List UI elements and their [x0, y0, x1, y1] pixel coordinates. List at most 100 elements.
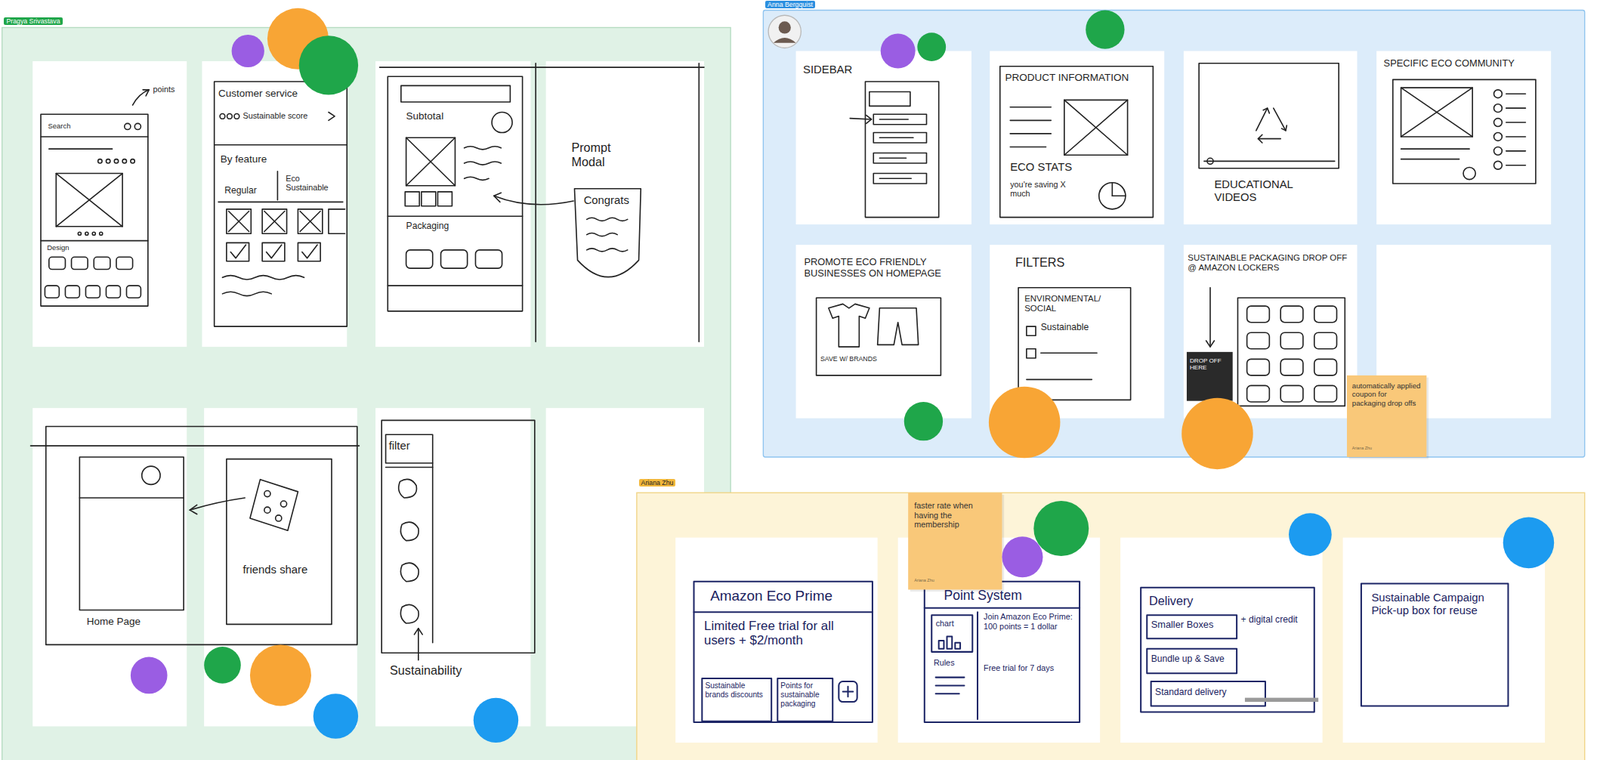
- sketch-label: filter: [389, 439, 411, 453]
- text-slot: Customer service: [218, 87, 298, 100]
- sketch-card: SUSTAINABLE PACKAGING DROP OFF @ AMAZON …: [1183, 244, 1358, 419]
- sketch-text: SAVE W/ BRANDS: [820, 355, 893, 363]
- text-slot: Delivery: [1149, 593, 1231, 609]
- sketch-card: PROMOTE ECO FRIENDLY BUSINESSES ON HOMEP…: [796, 244, 972, 419]
- text-slot: Subtotal: [406, 110, 445, 123]
- text-slot: you're saving X much: [1010, 179, 1082, 199]
- sketch-text: Free trial for 7 days: [983, 663, 1074, 673]
- sketch-label: friends share: [242, 563, 316, 577]
- text-slot: SUSTAINABLE PACKAGING DROP OFF @ AMAZON …: [1187, 253, 1353, 273]
- text-slot: Ariana Zhu: [914, 577, 976, 583]
- text-slot: Search: [47, 122, 71, 131]
- sketch-text: Smaller Boxes: [1151, 619, 1233, 631]
- text-slot: SPECIFIC ECO COMMUNITY: [1383, 58, 1548, 70]
- text-slot: Join Amazon Eco Prime: 100 points = 1 do…: [983, 611, 1074, 631]
- note-text: Ariana Zhu: [1352, 445, 1414, 451]
- sketch-text: PROMOTE ECO FRIENDLY BUSINESSES ON HOMEP…: [803, 256, 962, 280]
- sketch-card: Amazon Eco PrimeLimited Free trial for a…: [675, 537, 878, 744]
- sketch-text: Sustainable Campaign Pick-up box for reu…: [1371, 591, 1502, 618]
- sketch-text: + digital credit: [1241, 614, 1307, 626]
- sketch-card: SIDEBAR: [796, 51, 972, 226]
- sketch-text: SIDEBAR: [803, 63, 865, 77]
- sketch-label: Sustainability: [389, 663, 462, 678]
- text-slot: By feature: [220, 153, 268, 166]
- sketch-card: PRODUCT INFORMATION ECO STATS you're savin…: [989, 51, 1165, 226]
- text-slot: filter: [389, 439, 411, 453]
- text-slot: faster rate when having the membership: [914, 500, 996, 529]
- text-slot: DROP OFF HERE: [1189, 357, 1231, 372]
- note-text: automatically applied coupon for packagi…: [1352, 381, 1422, 408]
- text-slot: Free trial for 7 days: [983, 663, 1074, 673]
- text-slot: Packaging: [406, 221, 450, 232]
- text-slot: PRODUCT INFORMATION: [1004, 71, 1159, 84]
- sketch-text: Standard delivery: [1155, 687, 1263, 699]
- sketch-label: Packaging: [406, 221, 450, 232]
- sketch-label: Prompt Modal: [571, 140, 635, 169]
- note-text: Ariana Zhu: [914, 577, 976, 583]
- text-slot: Points for sustainable packaging: [780, 681, 831, 708]
- text-slot: automatically applied coupon for packagi…: [1352, 381, 1422, 408]
- text-slot: Bundle up & Save: [1151, 654, 1233, 665]
- sketch-text: chart: [935, 618, 971, 628]
- sketch-text: Point System: [943, 587, 1072, 603]
- owner-tag: Ariana Zhu: [639, 478, 677, 487]
- note-text: faster rate when having the membership: [914, 500, 996, 529]
- sketch-label: Congrats: [583, 194, 630, 207]
- sketch-label: Subtotal: [406, 110, 445, 123]
- sketch-label: points: [153, 84, 176, 94]
- text-slot: points: [153, 84, 176, 94]
- sketch-text: Amazon Eco Prime: [710, 587, 865, 605]
- sticky-note: automatically applied coupon for packagi…: [1346, 375, 1427, 458]
- text-slot: ECO STATS: [1010, 160, 1092, 174]
- sketch-text: FILTERS: [1015, 255, 1097, 270]
- text-slot: Ariana Zhu: [639, 478, 677, 487]
- sketch-text: Sustainable: [1040, 322, 1123, 334]
- text-slot: + digital credit: [1241, 614, 1307, 626]
- text-slot: Sustainable score: [242, 111, 308, 121]
- text-slot: Congrats: [583, 194, 630, 207]
- sketch-text: Points for sustainable packaging: [780, 681, 831, 708]
- text-slot: Limited Free trial for all users + $2/mo…: [704, 618, 868, 649]
- sketch-card: EDUCATIONAL VIDEOS: [1183, 51, 1358, 226]
- sketch-text: you're saving X much: [1010, 179, 1082, 199]
- text-slot: SIDEBAR: [803, 63, 865, 77]
- text-slot: Point System: [943, 587, 1072, 603]
- sketch-label: Design: [46, 244, 69, 253]
- text-slot: Home Page: [86, 615, 141, 628]
- text-slot: Standard delivery: [1155, 687, 1263, 699]
- sketch-text: Join Amazon Eco Prime: 100 points = 1 do…: [983, 611, 1074, 631]
- text-slot: Rules: [933, 657, 975, 668]
- text-slot: Sustainable: [1040, 322, 1123, 334]
- text-slot: Ariana Zhu: [1352, 445, 1414, 451]
- sketch-label: Customer service: [218, 87, 298, 100]
- sketch-label: By feature: [220, 153, 268, 166]
- text-slot: Prompt Modal: [571, 140, 635, 169]
- sketch-text: SUSTAINABLE PACKAGING DROP OFF @ AMAZON …: [1187, 253, 1353, 273]
- sketch-label: Sustainable score: [242, 111, 308, 121]
- text-slot: EDUCATIONAL VIDEOS: [1213, 178, 1337, 204]
- text-slot: Smaller Boxes: [1151, 619, 1233, 631]
- text-slot: friends share: [242, 563, 316, 577]
- board-section: Anna BergquistSIDEBARPRODUCT INFORMATION…: [762, 10, 1585, 458]
- sketch-label: Search: [47, 122, 71, 131]
- text-slot: FILTERS: [1015, 255, 1097, 270]
- text-slot: Sustainable Campaign Pick-up box for reu…: [1371, 591, 1502, 618]
- sketch-text: Rules: [933, 657, 975, 668]
- text-slot: Design: [46, 244, 69, 253]
- sketch-text: SPECIFIC ECO COMMUNITY: [1383, 58, 1548, 70]
- sketch-card: Point System chartRules Join Amazon Eco Pr…: [898, 537, 1100, 744]
- board-section: Pragya Srivastava: [2, 27, 731, 760]
- sketch-card: DeliverySmaller Boxes + digital creditBun…: [1120, 537, 1323, 744]
- sketch-text: EDUCATIONAL VIDEOS: [1213, 178, 1337, 204]
- owner-tag: Anna Bergquist: [765, 0, 816, 9]
- sketch-card: Sustainable Campaign Pick-up box for reu…: [1343, 537, 1545, 744]
- sketch-text: ECO STATS: [1010, 160, 1092, 174]
- text-slot: Eco Sustainable: [285, 173, 339, 193]
- sketch-text: PRODUCT INFORMATION: [1004, 71, 1159, 84]
- sketch-text: Sustainable brands discounts: [704, 681, 770, 699]
- sketch-text: Delivery: [1149, 593, 1231, 609]
- text-slot: Amazon Eco Prime: [710, 587, 865, 605]
- text-slot: Anna Bergquist: [765, 0, 816, 9]
- text-slot: PROMOTE ECO FRIENDLY BUSINESSES ON HOMEP…: [803, 256, 962, 280]
